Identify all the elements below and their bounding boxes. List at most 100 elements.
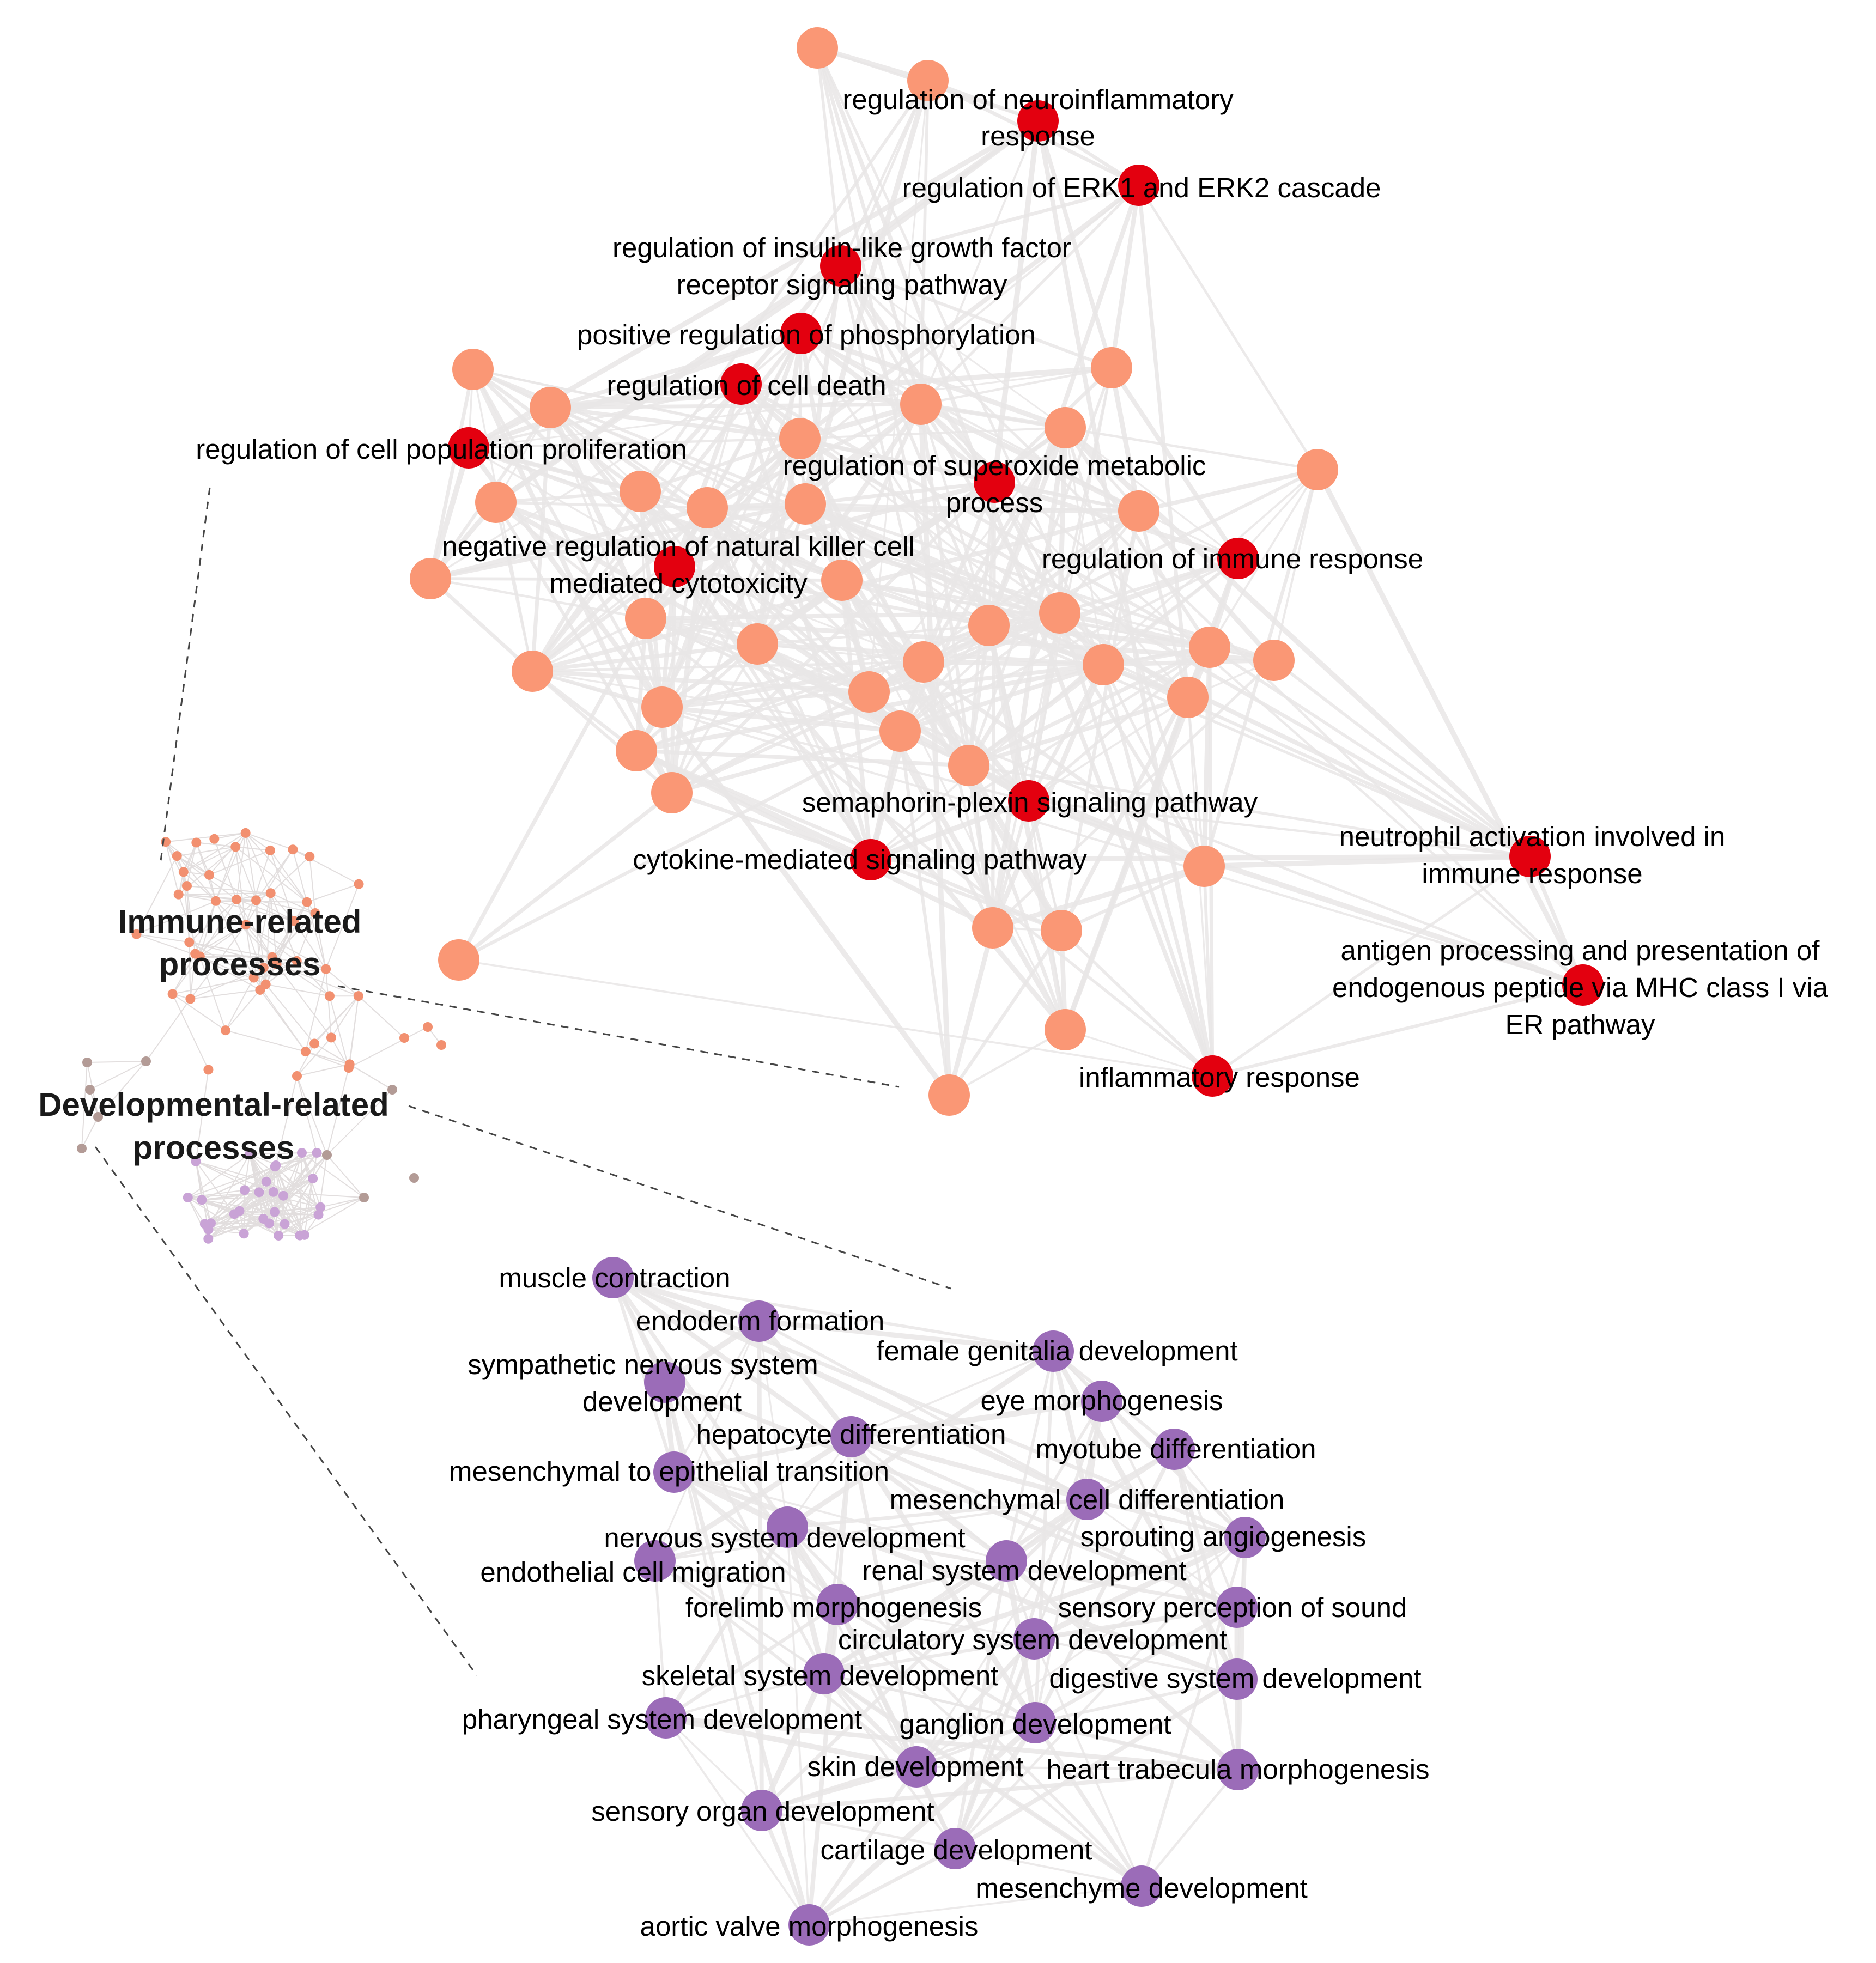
mini-developmental-node xyxy=(299,1230,309,1240)
mini-edge xyxy=(244,1154,250,1190)
label-heart-trabecula: heart trabecula morphogenesis xyxy=(1046,1754,1429,1785)
mini-edge xyxy=(195,924,246,955)
immune-node xyxy=(410,558,451,599)
mini-edge xyxy=(245,925,254,978)
label-sympathetic-2: development xyxy=(582,1386,742,1417)
mini-developmental-node xyxy=(312,1147,322,1158)
mini-immune-node xyxy=(195,951,205,962)
immune-node xyxy=(797,27,838,69)
developmental-edge xyxy=(955,1847,1142,1887)
mini-edge xyxy=(283,1152,302,1196)
mini-edge xyxy=(293,920,326,970)
developmental-edge xyxy=(611,1277,676,1473)
immune-edge xyxy=(430,502,806,581)
mini-edge xyxy=(306,883,359,903)
developmental-edge xyxy=(653,1560,667,1718)
immune-edge xyxy=(840,265,1066,429)
immune-edge xyxy=(549,406,759,645)
immune-edge xyxy=(968,695,1189,768)
label-forelimb: forelimb morphogenesis xyxy=(685,1592,982,1623)
mini-edge xyxy=(81,1062,88,1149)
mini-immune-node xyxy=(181,881,192,891)
mini-immune-node xyxy=(436,1040,446,1050)
mini-edge xyxy=(326,1154,365,1198)
immune-node xyxy=(641,686,683,728)
mini-edge xyxy=(269,850,295,921)
developmental-edge xyxy=(673,1471,1007,1562)
mini-edge xyxy=(177,846,236,857)
label-mesenchyme: mesenchyme development xyxy=(975,1873,1308,1904)
mini-immune-node xyxy=(260,979,271,989)
immune-edge xyxy=(966,764,1064,932)
mini-edge xyxy=(208,1218,264,1239)
immune-node xyxy=(737,623,778,665)
immune-edge xyxy=(532,642,758,673)
immune-edge xyxy=(471,368,664,708)
mini-immune-node xyxy=(191,837,202,848)
immune-edge xyxy=(920,120,1039,405)
immune-edge xyxy=(804,502,1061,615)
immune-edge xyxy=(635,748,994,931)
immune-node xyxy=(779,418,821,459)
mini-edge xyxy=(245,924,298,962)
immune-labels: regulation of neuroinflammatory response… xyxy=(196,84,1828,1093)
mini-edge xyxy=(236,832,246,900)
immune-edge xyxy=(1059,510,1141,931)
mini-edge xyxy=(214,832,246,840)
developmental-edge xyxy=(1005,1351,1055,1561)
immune-node xyxy=(879,710,921,752)
immune-edge xyxy=(986,427,1068,627)
mini-immune-node xyxy=(302,897,312,907)
mini-edge xyxy=(190,953,196,999)
developmental-edge xyxy=(654,1498,1088,1563)
mini-edge xyxy=(187,1197,205,1225)
mini-edge xyxy=(136,855,178,935)
immune-edge xyxy=(949,1029,1066,1096)
immune-edge xyxy=(661,704,901,734)
immune-network-nodes xyxy=(410,27,1604,1116)
developmental-edge xyxy=(665,1603,839,1719)
developmental-edge xyxy=(1005,1400,1103,1562)
developmental-edge xyxy=(785,1526,827,1675)
immune-edge xyxy=(1209,469,1319,648)
label-female-genitalia: female genitalia development xyxy=(876,1335,1237,1366)
immune-highlight-node xyxy=(654,546,695,587)
immune-edge xyxy=(429,577,534,673)
mini-developmental-node xyxy=(183,1192,193,1202)
label-cell-proliferation: regulation of cell population proliferat… xyxy=(196,434,687,465)
immune-edge xyxy=(799,427,1066,440)
developmental-node xyxy=(1015,1702,1056,1743)
immune-edge xyxy=(429,505,708,581)
mini-immune-node xyxy=(271,959,282,970)
mini-immune-node xyxy=(131,929,142,939)
mini-edge xyxy=(214,838,247,925)
immune-edge xyxy=(532,670,901,732)
immune-highlight-node xyxy=(1509,836,1551,877)
mini-edge xyxy=(189,941,277,965)
developmental-edge xyxy=(654,1525,788,1563)
mini-developmental-node xyxy=(296,1148,307,1158)
mini-edge xyxy=(195,953,260,990)
developmental-edge xyxy=(822,1672,919,1769)
zoom-leader-lines xyxy=(94,487,951,1676)
immune-edge xyxy=(706,402,922,510)
mini-immune-node xyxy=(300,1047,311,1057)
mini-immune-node xyxy=(399,1033,409,1043)
mini-edge xyxy=(249,1153,321,1208)
immune-edge xyxy=(705,507,760,645)
developmental-edge xyxy=(1086,1497,1246,1540)
immune-edge xyxy=(428,369,475,579)
label-nk-cell-2: mediated cytotoxicity xyxy=(549,568,808,599)
mini-edge xyxy=(274,1166,284,1196)
mini-edge xyxy=(235,847,247,925)
immune-edge xyxy=(1137,185,1190,698)
overview-mini-network xyxy=(77,828,446,1244)
mini-other-node xyxy=(387,1085,397,1095)
immune-highlight-node xyxy=(1192,1055,1233,1097)
immune-edge xyxy=(966,765,995,928)
mini-edge xyxy=(306,902,327,969)
mini-edge xyxy=(296,1063,350,1077)
immune-highlight-node xyxy=(1017,100,1059,142)
developmental-node xyxy=(896,1746,937,1788)
label-sympathetic-1: sympathetic nervous system xyxy=(468,1349,818,1380)
